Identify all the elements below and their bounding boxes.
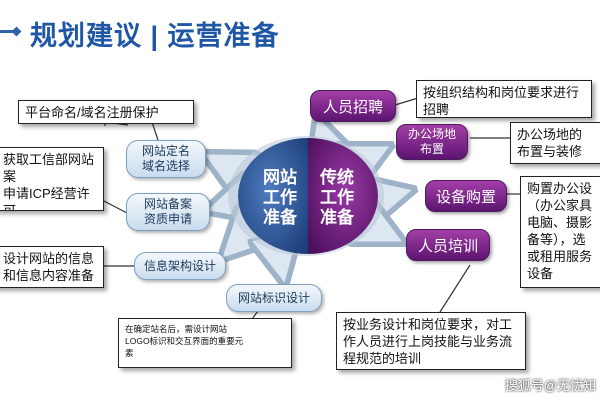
- note-office: 办公场地的 布置与装修: [510, 122, 600, 164]
- note-info: 设计网站的信息 和信息内容准备: [0, 246, 104, 288]
- center-left-label: 网站 工作 准备: [263, 168, 297, 227]
- arrow-to-logo: [280, 260, 283, 275]
- line-domain-top: [151, 121, 159, 141]
- note-training: 按业务设计和岗位要求，对工 作人员进行上岗技能与业务流 程规范的培训: [336, 312, 526, 370]
- arrow-to-recruit: [320, 125, 325, 140]
- node-recruit: 人员招聘: [310, 90, 396, 122]
- node-equipment: 设备购置: [425, 180, 507, 212]
- arrow-to-training: [375, 228, 395, 238]
- node-office: 办公场地 布置: [396, 124, 468, 160]
- center-right-label: 传统 工作 准备: [320, 168, 354, 227]
- arrow-to-info: [228, 238, 242, 252]
- node-domain: 网站定名 域名选择: [126, 140, 206, 178]
- node-training: 人员培训: [406, 229, 490, 261]
- arrow-to-domain: [212, 158, 235, 170]
- header-bar: [0, 0, 600, 62]
- line-recruit-note: [394, 97, 419, 106]
- line-record-note: [101, 199, 128, 214]
- note-logo: 在确定站名后，需设计网站 LOGO标识和交互界面的重要元 素: [118, 318, 292, 368]
- node-record: 网站备案 资质申请: [126, 193, 210, 231]
- note-equipment: 购置办公设 （办公家具 电脑、摄影 备等），选 或租用服务 设备: [520, 176, 600, 288]
- node-logo: 网站标识设计: [226, 284, 322, 312]
- watermark: 搜狐号@无忧知: [504, 378, 596, 393]
- line-training-note: [439, 264, 471, 313]
- note-icp: 获取工信部网站 案 申请ICP经营许可: [0, 147, 104, 211]
- note-domain-protect: 平台命名/域名注册保护: [18, 100, 194, 124]
- node-info-arch: 信息架构设计: [134, 252, 226, 280]
- center-circle: [228, 136, 384, 256]
- header-accent-line: [0, 30, 14, 33]
- page-title: 规划建议 | 运营准备: [30, 21, 280, 51]
- note-recruit: 按组织结构和岗位要求进行 招聘: [416, 80, 592, 118]
